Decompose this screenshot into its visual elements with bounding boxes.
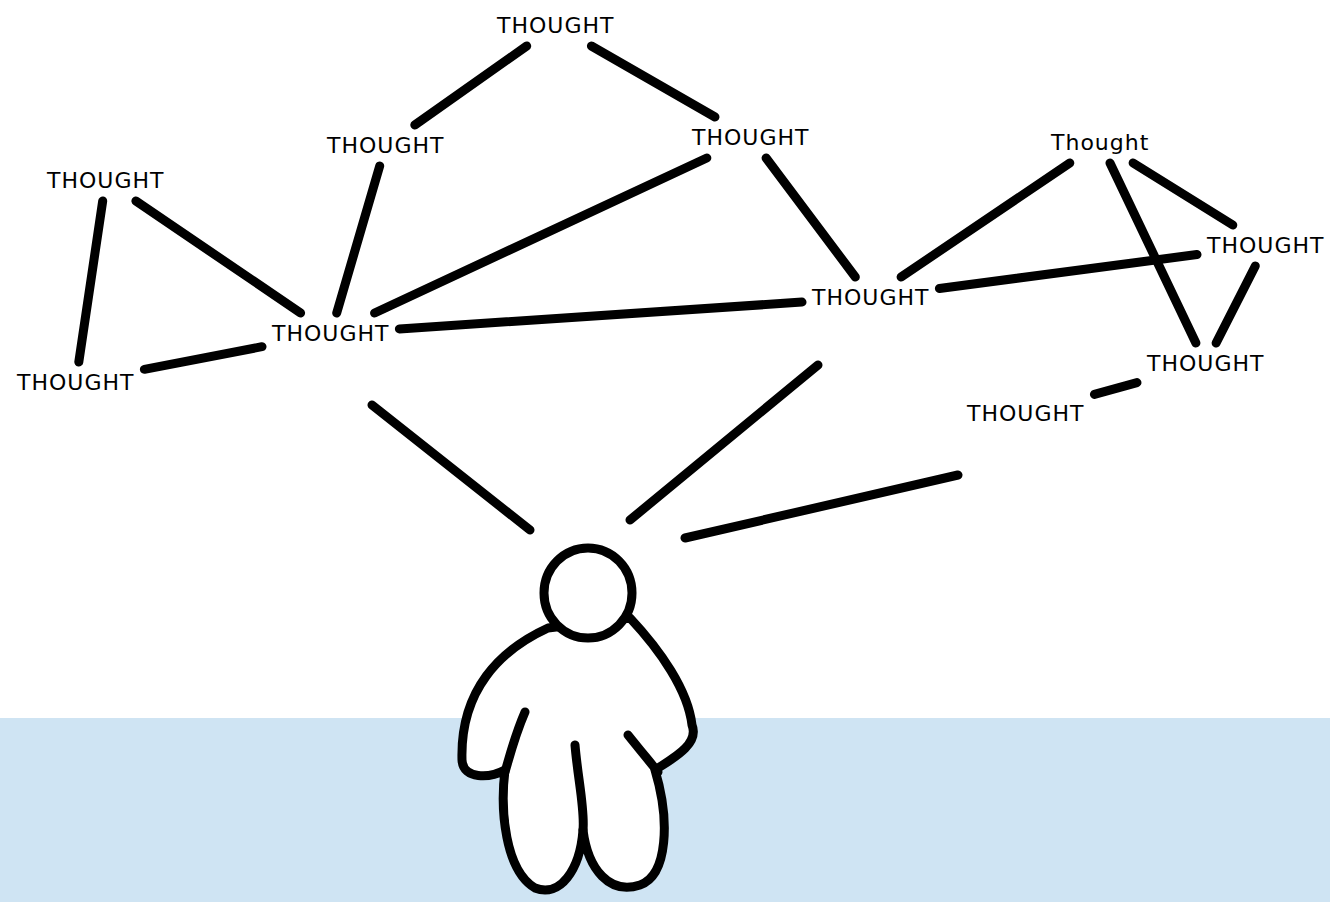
thought-node: THOUGHT bbox=[682, 117, 819, 158]
thought-node: THOUGHT bbox=[1197, 225, 1330, 266]
thought-node: THOUGHT bbox=[1137, 343, 1274, 384]
thought-text: Thought bbox=[1051, 130, 1149, 155]
leader-line bbox=[685, 475, 958, 538]
thought-text: THOUGHT bbox=[17, 370, 134, 395]
thought-node: THOUGHT bbox=[7, 362, 144, 403]
thought-link bbox=[136, 201, 301, 313]
person-figure bbox=[462, 548, 693, 890]
person-leader-lines bbox=[372, 365, 958, 538]
leader-line bbox=[630, 365, 818, 520]
thought-link bbox=[337, 166, 380, 313]
person-leg-line bbox=[575, 745, 583, 830]
thought-text: THOUGHT bbox=[692, 125, 809, 150]
thought-text: THOUGHT bbox=[47, 168, 164, 193]
thought-node: THOUGHT bbox=[957, 393, 1094, 434]
thought-link bbox=[901, 163, 1070, 277]
person-arm-line bbox=[628, 735, 658, 772]
thought-node: THOUGHT bbox=[37, 160, 174, 201]
thought-link bbox=[939, 255, 1197, 289]
thought-node: THOUGHT bbox=[262, 313, 399, 354]
thought-link bbox=[415, 46, 527, 125]
thought-text: THOUGHT bbox=[497, 13, 614, 38]
thought-node: THOUGHT bbox=[317, 125, 454, 166]
thought-text: THOUGHT bbox=[327, 133, 444, 158]
thought-node: THOUGHT bbox=[487, 5, 624, 46]
thought-node: Thought bbox=[1041, 122, 1159, 163]
thought-link bbox=[591, 46, 715, 117]
person-arm-line bbox=[505, 712, 525, 772]
thought-link bbox=[79, 201, 103, 362]
thought-text: THOUGHT bbox=[812, 285, 929, 310]
thought-link bbox=[1133, 163, 1233, 225]
thought-link bbox=[144, 347, 262, 370]
thought-link bbox=[1094, 383, 1137, 395]
person-head bbox=[544, 548, 632, 638]
thought-text: THOUGHT bbox=[1147, 351, 1264, 376]
thought-node: THOUGHT bbox=[802, 277, 939, 318]
leader-line bbox=[372, 405, 530, 530]
person-body bbox=[462, 618, 693, 890]
thought-text: THOUGHT bbox=[967, 401, 1084, 426]
thought-link bbox=[399, 302, 802, 329]
thought-text: THOUGHT bbox=[1207, 233, 1324, 258]
thought-link bbox=[766, 158, 855, 277]
thought-link bbox=[1216, 266, 1255, 343]
thought-text: THOUGHT bbox=[272, 321, 389, 346]
thought-link bbox=[375, 158, 707, 313]
thought-link bbox=[1110, 163, 1196, 343]
